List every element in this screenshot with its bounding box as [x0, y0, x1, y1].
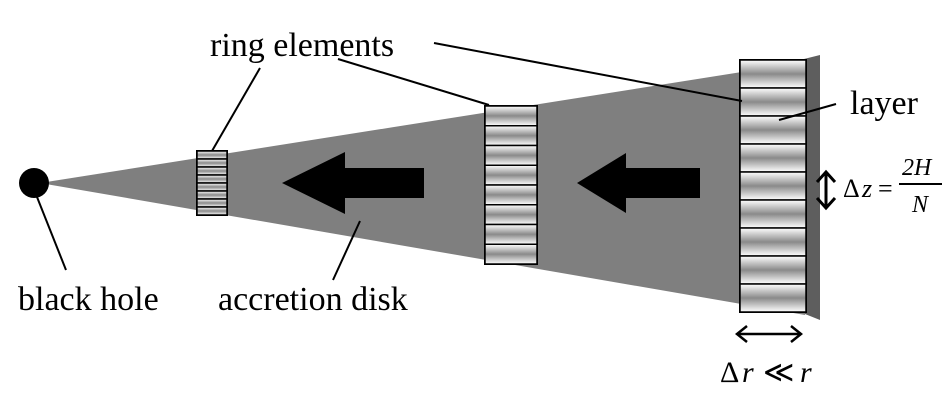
ring-layer [484, 243, 538, 265]
ring-element-medium [484, 105, 538, 265]
leader-ring-small [211, 67, 261, 152]
leader-accretion-disk [332, 220, 361, 281]
ring-layer [196, 150, 228, 160]
leader-black-hole [36, 196, 67, 271]
accretion-disk-label: accretion disk [218, 281, 408, 318]
dr-delta: Δ [720, 356, 739, 389]
ring-layer [739, 283, 807, 313]
ring-element-small [196, 150, 228, 216]
layer-label: layer [850, 85, 919, 122]
black-hole-dot [19, 168, 49, 198]
dz-formula: Δ z = 2H N [843, 155, 942, 218]
ring-layer [739, 59, 807, 89]
ring-layer [739, 171, 807, 201]
ring-layer [739, 87, 807, 117]
dr-double-arrow-icon [734, 325, 804, 343]
ring-layer [196, 190, 228, 200]
dr-rhs: r [800, 356, 812, 389]
ring-layer [484, 144, 538, 166]
ring-layer [739, 143, 807, 173]
dr-relation: ≪ [763, 356, 794, 389]
dz-double-arrow-icon [815, 169, 837, 211]
ring-layer [739, 115, 807, 145]
ring-layer [196, 158, 228, 168]
ring-layer [196, 182, 228, 192]
dr-formula: Δ r ≪ r [720, 356, 812, 389]
dz-lhs-var: z [861, 174, 872, 203]
ring-layer [484, 105, 538, 127]
dz-lhs-delta: Δ [843, 174, 860, 203]
ring-layer [739, 199, 807, 229]
dz-equals: = [878, 174, 893, 203]
dz-numerator: 2H [902, 155, 933, 181]
black-hole-label: black hole [18, 281, 159, 318]
ring-layer [484, 223, 538, 245]
ring-layer [196, 198, 228, 208]
ring-layer [196, 174, 228, 184]
ring-layer [196, 166, 228, 176]
inflow-arrow-left-icon [282, 152, 424, 214]
ring-layer [484, 125, 538, 147]
ring-element-large [739, 59, 807, 313]
ring-layer [196, 206, 228, 216]
ring-layer [484, 184, 538, 206]
inflow-arrow-right-icon [577, 153, 700, 213]
ring-layer [739, 255, 807, 285]
ring-elements-label: ring elements [210, 27, 394, 64]
leader-ring-large [433, 42, 743, 102]
leader-layer [778, 103, 837, 121]
ring-layer [484, 164, 538, 186]
dz-denominator: N [911, 192, 930, 218]
leader-ring-medium [337, 58, 490, 106]
ring-layer [484, 204, 538, 226]
dr-var: r [742, 356, 754, 389]
ring-layer [739, 227, 807, 257]
